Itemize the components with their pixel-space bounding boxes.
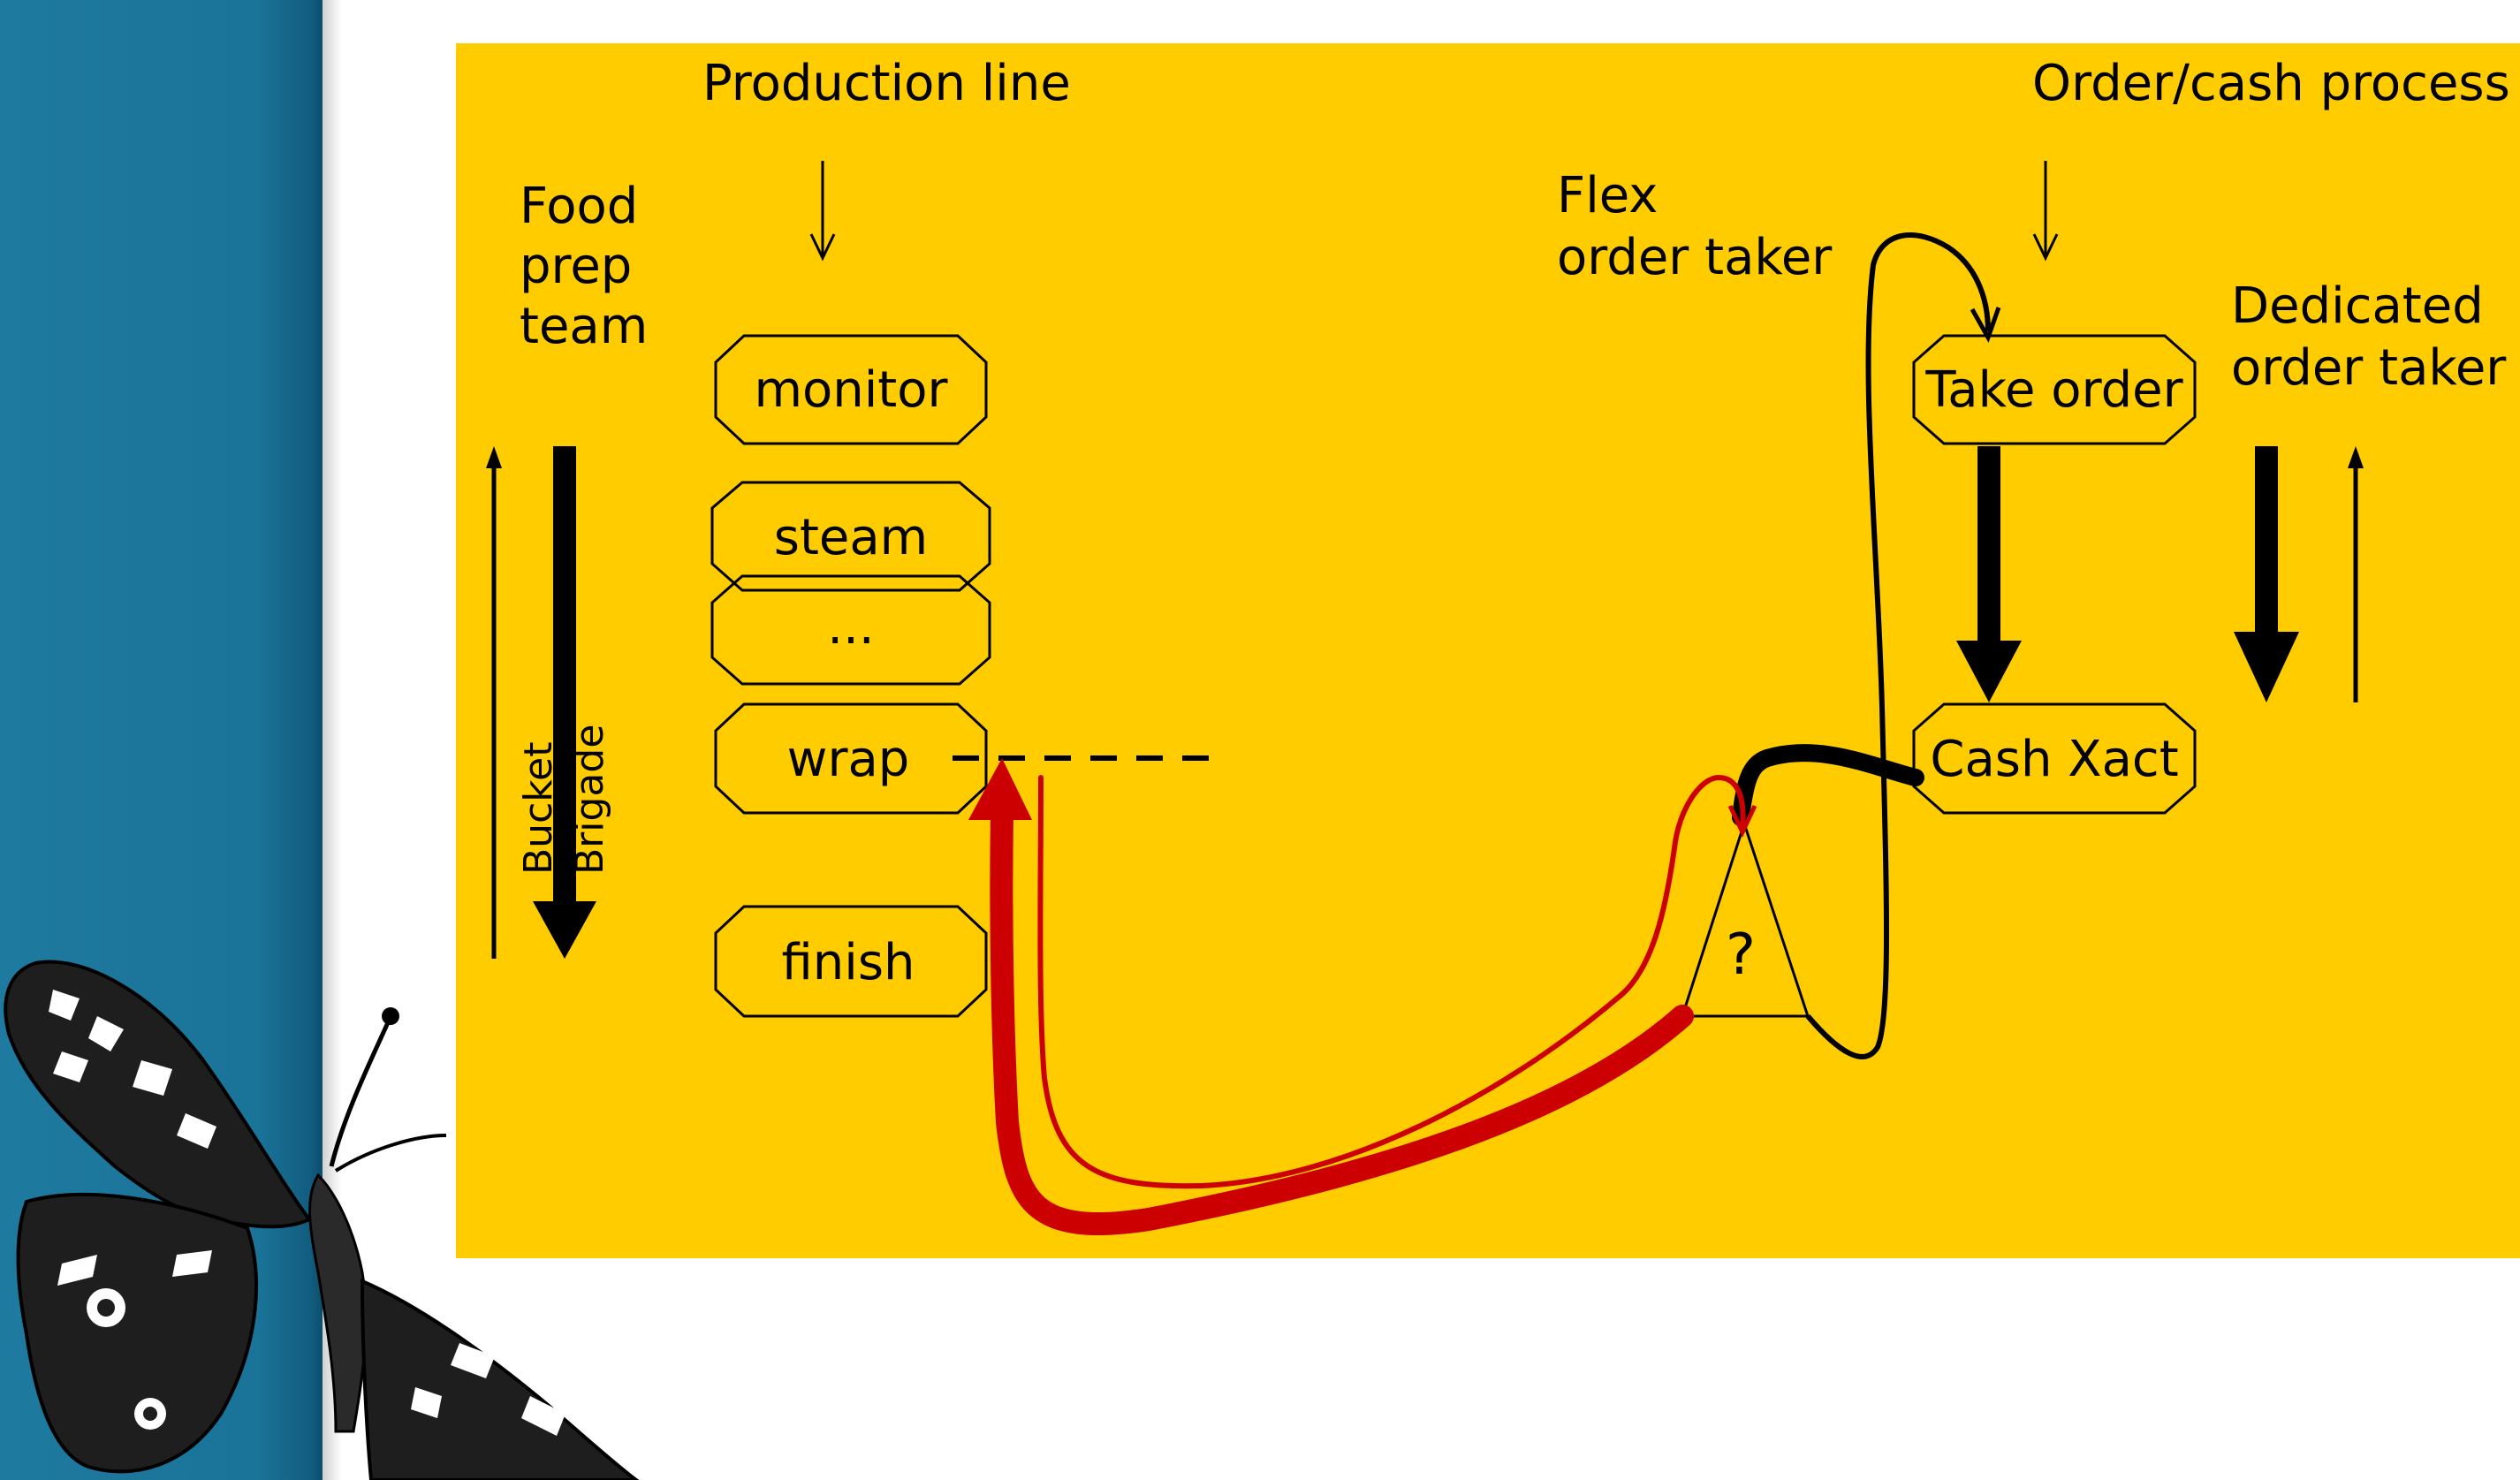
step-wrap: wrap <box>714 702 988 815</box>
svg-text:order taker: order taker <box>1557 229 1833 286</box>
cash-to-decision-line <box>1732 744 1924 826</box>
dedicated-arrows <box>2234 446 2364 702</box>
svg-text:?: ? <box>1726 922 1756 988</box>
red-forward-arrowhead-icon <box>1727 804 1757 838</box>
step-ellipsis: ... <box>710 574 991 686</box>
production-line-arrow-icon <box>809 161 836 262</box>
red-return-arrowhead-icon <box>968 758 1032 820</box>
step-finish: finish <box>714 905 988 1018</box>
order-process-arrow-icon <box>2032 161 2059 262</box>
red-forward-flow-thin <box>1037 774 1746 1189</box>
bucket-brigade-arrows <box>486 446 596 959</box>
svg-text:...: ... <box>827 598 874 656</box>
svg-text:monitor: monitor <box>754 361 948 419</box>
take-order-to-cash-arrow <box>1956 446 2022 702</box>
order-cash-heading: Order/cash process <box>2032 55 2510 112</box>
step-cash-xact: Cash Xact <box>1912 702 2197 815</box>
step-steam: steam <box>710 481 991 592</box>
bucket-brigade-label: Bucket Brigade <box>516 725 612 875</box>
food-prep-team-label: Food prep team <box>520 178 648 355</box>
svg-text:Food: Food <box>520 178 638 235</box>
svg-text:Take order: Take order <box>1924 361 2183 419</box>
svg-text:team: team <box>520 298 648 355</box>
svg-text:steam: steam <box>774 509 928 566</box>
svg-text:finish: finish <box>782 934 915 991</box>
svg-text:wrap: wrap <box>787 731 910 788</box>
svg-text:Bucket: Bucket <box>516 742 561 876</box>
flex-order-taker-label: Flex order taker <box>1557 167 1833 286</box>
svg-text:Dedicated: Dedicated <box>2231 277 2484 335</box>
red-return-flow-thick <box>990 801 1694 1236</box>
diagram-panel <box>456 43 2520 1258</box>
svg-text:Cash Xact: Cash Xact <box>1930 731 2178 788</box>
svg-text:prep: prep <box>520 238 632 295</box>
flex-loop-arrowhead-icon <box>1970 307 2001 344</box>
svg-text:Brigade: Brigade <box>567 725 612 875</box>
step-take-order: Take order <box>1912 334 2197 445</box>
production-line-heading: Production line <box>702 55 1071 112</box>
sidebar-shadow <box>323 0 342 1480</box>
butterfly-illustration <box>4 960 640 1480</box>
step-monitor: monitor <box>714 334 988 445</box>
decision-triangle: ? <box>1680 819 1810 1018</box>
dedicated-order-taker-label: Dedicated order taker <box>2231 277 2507 397</box>
flex-loop-line <box>1805 232 1991 1059</box>
svg-text:Flex: Flex <box>1557 167 1658 224</box>
svg-text:order taker: order taker <box>2231 339 2507 397</box>
